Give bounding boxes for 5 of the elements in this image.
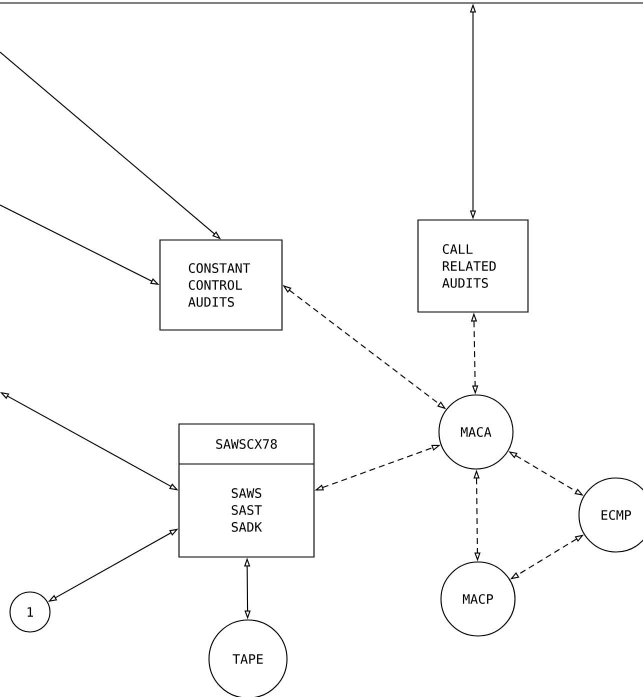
process-box: CONSTANT CONTROL AUDITS <box>159 239 283 331</box>
top-bus-line <box>0 2 643 4</box>
process-box: CALL RELATED AUDITS <box>417 219 529 313</box>
tape-reel: TAPE <box>208 619 288 697</box>
program-box: SAWSCX78 SAWS SAST SADK <box>178 423 315 558</box>
